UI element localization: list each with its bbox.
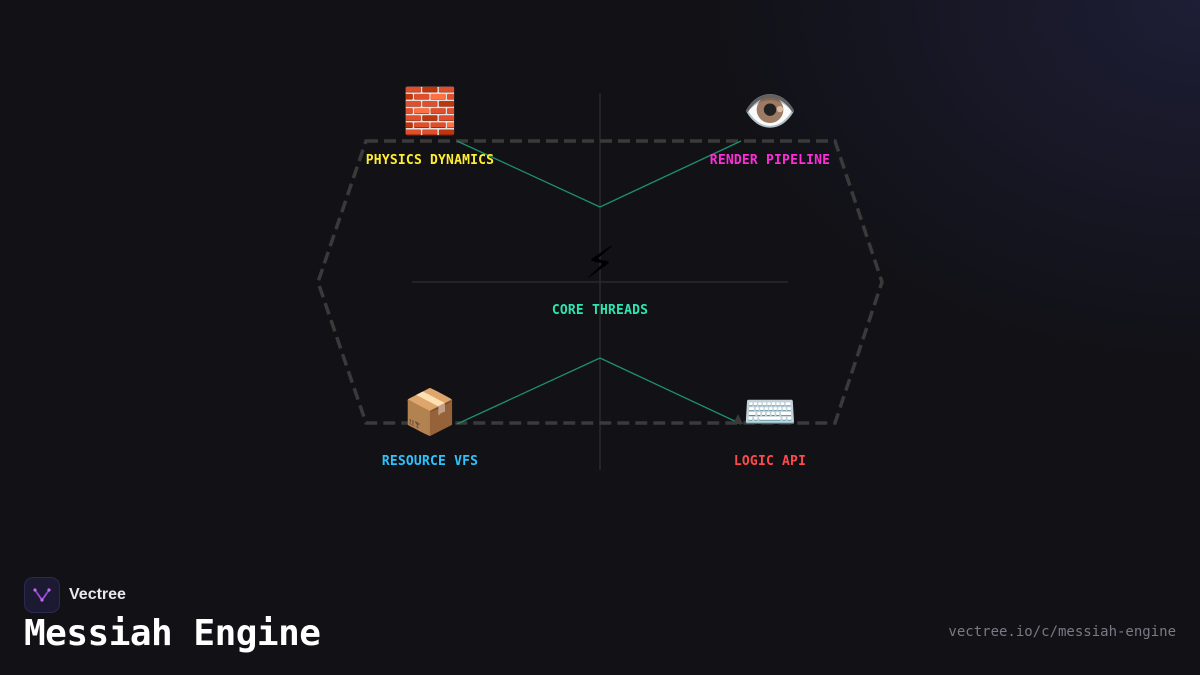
lightning-icon: ⚡ [584, 238, 616, 289]
package-icon: 📦 [402, 387, 458, 438]
eye-icon: 👁️ [742, 86, 798, 137]
connector-render [599, 140, 742, 208]
core-threads-label: CORE THREADS [551, 303, 649, 318]
hexagon-outline [316, 139, 884, 425]
connector-physics [456, 140, 601, 208]
connector-arrowhead [733, 414, 743, 424]
resource-vfs-label: RESOURCE VFS [381, 454, 479, 469]
keyboard-icon: ⌨️ [742, 387, 798, 438]
vectree-logo-icon [24, 577, 60, 613]
source-url[interactable]: vectree.io/c/messiah-engine [948, 624, 1176, 640]
logic-api-label: LOGIC API [733, 454, 807, 469]
brand: Vectree [24, 577, 126, 613]
connector-resource [456, 357, 601, 425]
physics-dynamics-label: PHYSICS DYNAMICS [365, 153, 495, 168]
connector-logic [599, 357, 742, 425]
brick-icon: 🧱 [402, 86, 458, 137]
render-pipeline-label: RENDER PIPELINE [709, 153, 831, 168]
connectors [456, 140, 743, 425]
brand-name: Vectree [69, 586, 126, 603]
page-title: Messiah Engine [24, 613, 321, 654]
